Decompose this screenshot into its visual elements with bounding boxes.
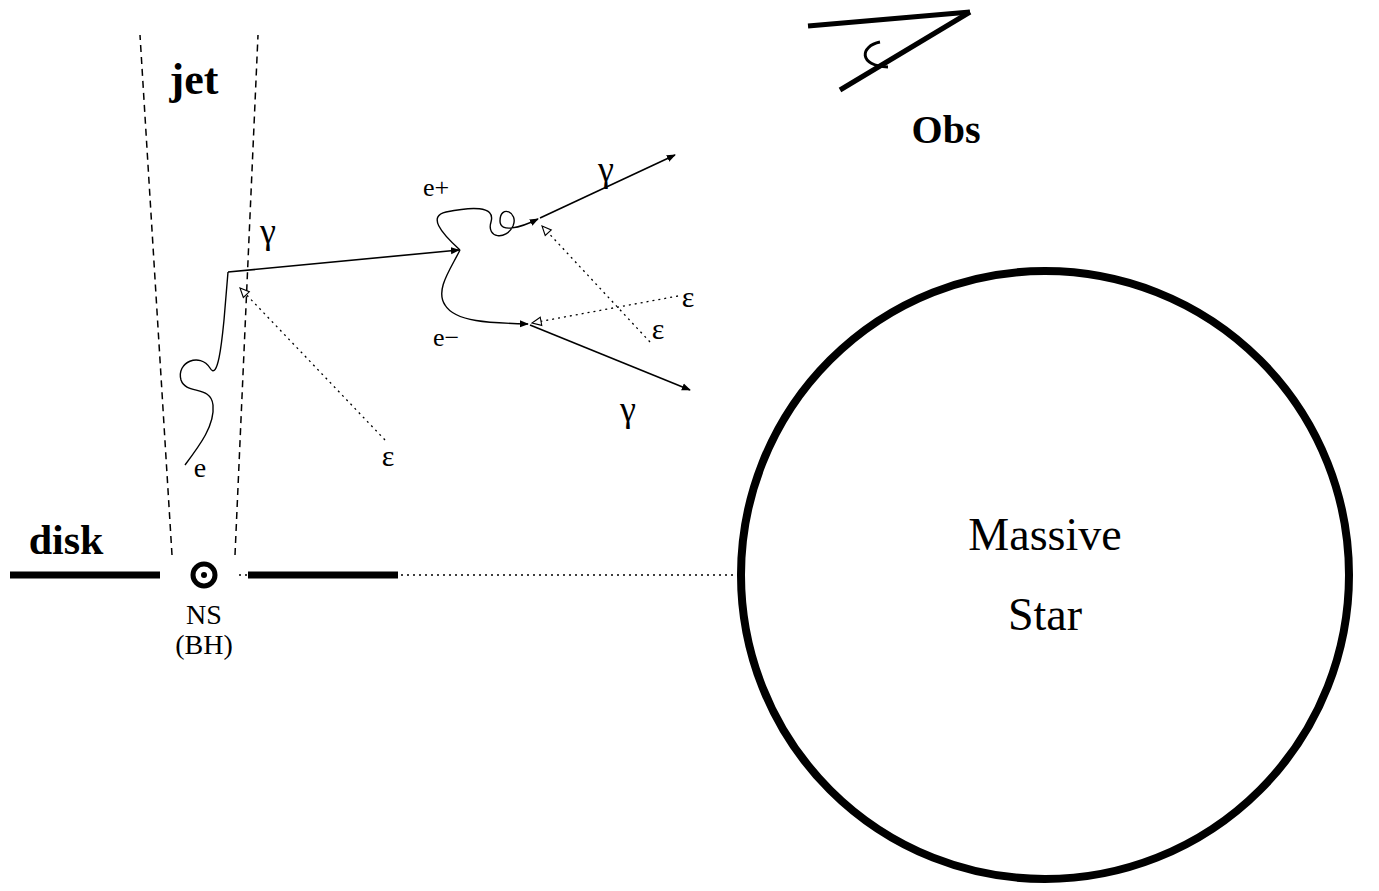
accretion-disk — [10, 572, 160, 579]
diagram-label: ε — [682, 280, 695, 313]
diagram-label: e — [194, 453, 206, 484]
star-outline — [741, 271, 1349, 879]
orbital-plane-line — [239, 574, 737, 575]
diagram-label: γ — [260, 212, 276, 252]
electron-track — [180, 272, 228, 465]
star-circle: Massive Star — [737, 267, 1353, 883]
compact-object-symbol — [193, 564, 215, 586]
diagram-label: γ — [620, 390, 636, 430]
positron-track — [437, 208, 538, 250]
diagram-label: ε — [652, 312, 665, 345]
star-label: Massive Star — [930, 495, 1160, 655]
object-label: NS (BH) — [169, 600, 239, 660]
observer-eye — [840, 12, 970, 90]
jet-boundary — [140, 35, 172, 555]
diagram-label: ε — [382, 439, 395, 472]
diagram-label: γ — [598, 150, 614, 190]
electron-track — [442, 250, 528, 324]
star-outline — [737, 267, 1353, 883]
compact-object-symbol — [201, 572, 207, 578]
compact-object: NS (BH) — [169, 558, 239, 662]
soft-photon — [240, 288, 385, 440]
compact-object-symbol — [169, 558, 239, 592]
gamma-ray — [228, 250, 459, 272]
node-text-group: Massive Star — [930, 495, 1160, 655]
gamma-ray — [530, 325, 690, 390]
jet-boundary — [235, 35, 258, 555]
diagram-label: jet — [170, 56, 219, 104]
soft-photon — [542, 226, 650, 342]
diagram-label: e− — [433, 324, 459, 353]
diagram-label: Obs — [912, 108, 981, 152]
observer-eye — [865, 42, 888, 67]
node-text-group: NS (BH) — [169, 600, 239, 660]
diagram-label: e+ — [423, 174, 449, 203]
diagram-label: disk — [29, 517, 104, 563]
